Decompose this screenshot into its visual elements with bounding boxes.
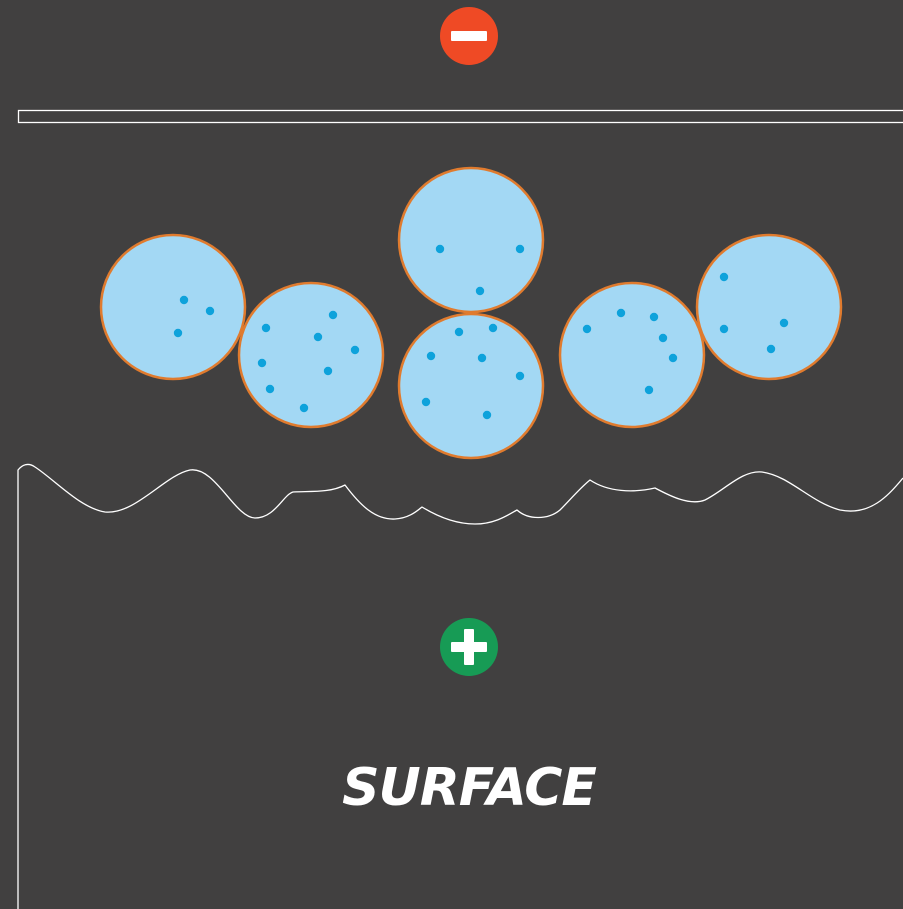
particle-5 [560, 283, 704, 427]
charge-dot [650, 313, 658, 321]
plus-icon [440, 618, 498, 676]
charge-dot [669, 354, 677, 362]
charge-dot [206, 307, 214, 315]
charge-dot [455, 328, 463, 336]
charge-dot [174, 329, 182, 337]
charge-dot [427, 352, 435, 360]
particle-1 [101, 235, 245, 379]
charge-dot [780, 319, 788, 327]
charge-dot [645, 386, 653, 394]
charge-dot [314, 333, 322, 341]
charge-dot [720, 273, 728, 281]
charge-dot [436, 245, 444, 253]
charge-dot [351, 346, 359, 354]
surface-label: SURFACE [0, 758, 903, 818]
particle-6 [697, 235, 841, 379]
charge-dot [422, 398, 430, 406]
charge-dot [300, 404, 308, 412]
charge-dot [489, 324, 497, 332]
charge-dot [324, 367, 332, 375]
charge-dot [329, 311, 337, 319]
charge-dot [516, 372, 524, 380]
charge-dot [262, 324, 270, 332]
charge-dot [583, 325, 591, 333]
minus-icon [440, 7, 498, 65]
charge-dot [659, 334, 667, 342]
particle-4 [399, 314, 543, 458]
charge-dot [180, 296, 188, 304]
charge-dot [478, 354, 486, 362]
particle-2 [239, 283, 383, 427]
charge-dot [767, 345, 775, 353]
surface-outline [18, 464, 903, 909]
charge-dot [516, 245, 524, 253]
top-plate [19, 111, 903, 123]
charge-dot [720, 325, 728, 333]
charge-dot [266, 385, 274, 393]
particle-3 [399, 168, 543, 312]
charge-dot [476, 287, 484, 295]
charge-dot [258, 359, 266, 367]
charge-dot [617, 309, 625, 317]
charge-dot [483, 411, 491, 419]
